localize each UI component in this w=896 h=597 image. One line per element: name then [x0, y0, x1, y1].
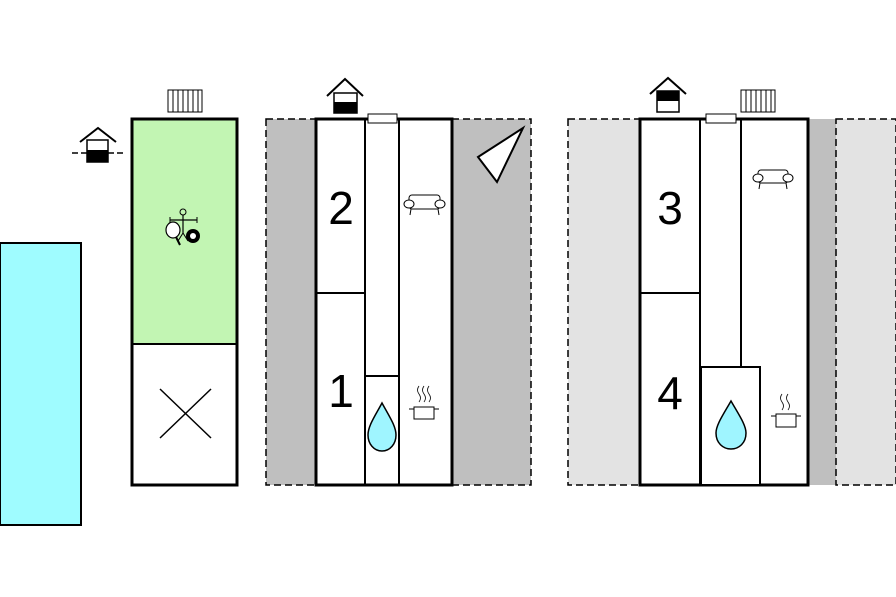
billiard-ball-icon — [186, 229, 200, 243]
table-tennis-icon — [165, 221, 181, 246]
cooking-pot-icon — [771, 393, 801, 428]
radiator-icon — [167, 89, 203, 113]
room-number-2: 2 — [328, 182, 354, 234]
sofa-icon — [752, 169, 794, 190]
storage-cross — [159, 388, 212, 439]
terrace-right-a — [567, 118, 641, 486]
activity-building — [130, 117, 239, 487]
terrace-left-a — [265, 118, 317, 486]
room-number-4: 4 — [657, 367, 683, 419]
pool-area — [0, 242, 82, 526]
cooking-pot-icon — [409, 385, 439, 420]
house-entrance-icon — [72, 126, 125, 163]
fireplace-icon — [476, 125, 526, 184]
room-number-3: 3 — [657, 182, 683, 234]
house-entrance-icon — [649, 76, 687, 113]
radiator-icon — [740, 89, 776, 113]
terrace-left-b — [451, 118, 532, 486]
terrace-right-c — [835, 118, 896, 486]
sofa-icon — [403, 194, 446, 216]
house-entrance-icon — [326, 77, 364, 114]
activity-room — [132, 119, 237, 344]
room-number-1: 1 — [328, 365, 354, 417]
water-drop-icon — [715, 399, 747, 450]
water-drop-icon — [367, 401, 397, 452]
terrace-right-b — [808, 119, 836, 485]
